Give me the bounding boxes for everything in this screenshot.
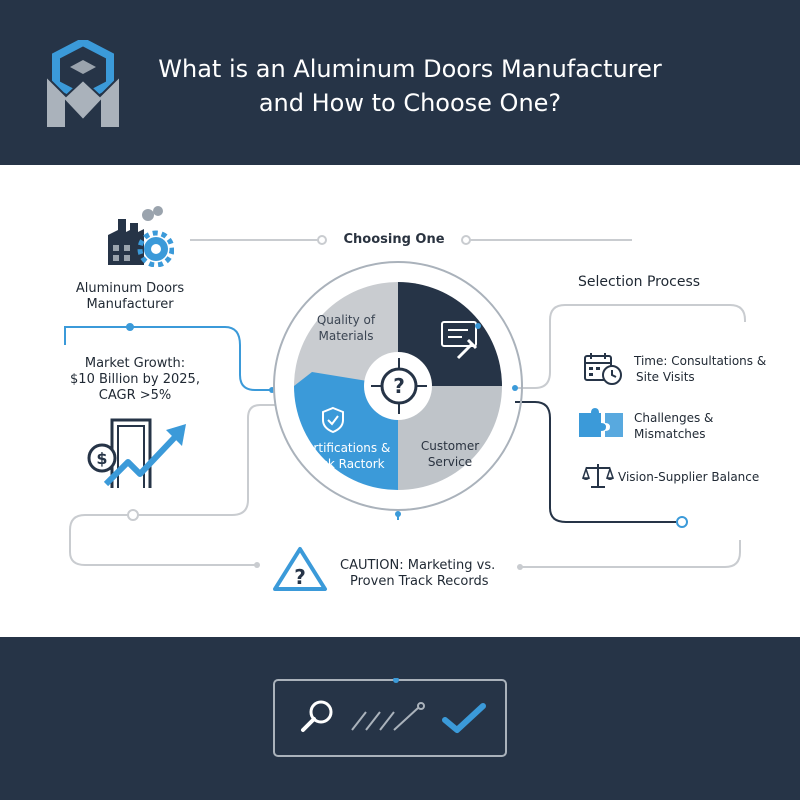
calendar-clock-icon (584, 353, 622, 385)
footer-toolbar (273, 678, 507, 757)
dollar-growth-icon: $ (87, 418, 186, 488)
choosing-one-label: Choosing One (343, 232, 445, 247)
selection-item-challenges-line-2: Mismatches (634, 427, 706, 441)
header-band (0, 0, 800, 165)
svg-text:?: ? (294, 565, 306, 589)
segment-cert-line-1: Certifications & (297, 441, 391, 455)
segment-cert-line-2: Track Ractork (303, 457, 385, 471)
segment-service-line-1: Customer (420, 439, 480, 453)
magnifier-icon (301, 700, 333, 732)
title-line-2: and How to Choose One? (258, 89, 562, 117)
market-growth-line-1: Market Growth: (84, 356, 186, 371)
page-title: What is an Aluminum Doors Manufacturer a… (150, 52, 670, 120)
selection-item-time: Time: Consultations & Site Visits (634, 353, 794, 385)
market-growth-text: Market Growth: $10 Billion by 2025, CAGR… (55, 356, 215, 404)
warning-icon: ? (273, 547, 327, 591)
puzzle-icon (579, 408, 623, 437)
selection-item-time-line-2: Site Visits (636, 370, 695, 384)
manufacturer-label: Aluminum Doors Manufacturer (60, 281, 200, 313)
selection-item-challenges-line-1: Challenges & (634, 411, 714, 425)
market-growth-line-2: $10 Billion by 2025, (70, 372, 200, 387)
selection-process-title: Selection Process (578, 274, 701, 290)
scales-icon (582, 464, 614, 488)
svg-text:$: $ (96, 449, 107, 468)
question-symbol: ? (393, 374, 405, 398)
segment-quality-label: Quality of Materials (306, 312, 386, 344)
pencil-lines-icon (351, 702, 425, 731)
title-line-1: What is an Aluminum Doors Manufacturer (158, 55, 662, 83)
footer-band (0, 637, 800, 800)
logo-icon (45, 40, 121, 129)
caution-line-2: Proven Track Records (350, 574, 489, 589)
shield-check-icon (322, 406, 344, 434)
checkmark-icon (442, 703, 486, 733)
selection-item-time-line-1: Time: Consultations & (634, 354, 767, 368)
segment-service-line-2: Service (427, 455, 473, 469)
manufacturer-label-line-1: Aluminum Doors (75, 281, 185, 296)
wrench-tools-icon (441, 321, 481, 360)
segment-certifications-label: Certifications & Track Ractork (296, 440, 392, 472)
question-icon: ? (371, 358, 427, 414)
selection-item-balance: Vision-Supplier Balance (618, 470, 760, 484)
selection-cycle (273, 261, 523, 511)
caution-text: CAUTION: Marketing vs. Proven Track Reco… (340, 558, 530, 590)
factory-gear-icon (108, 206, 174, 267)
segment-quality-line-1: Quality of (316, 313, 376, 327)
caution-line-1: CAUTION: Marketing vs. (340, 558, 496, 573)
segment-service-label: Customer Service (414, 438, 486, 470)
market-growth-line-3: CAGR >5% (98, 388, 172, 403)
manufacturer-label-line-2: Manufacturer (86, 297, 174, 312)
selection-item-challenges: Challenges & Mismatches (634, 410, 774, 442)
segment-quality-line-2: Materials (318, 329, 374, 343)
